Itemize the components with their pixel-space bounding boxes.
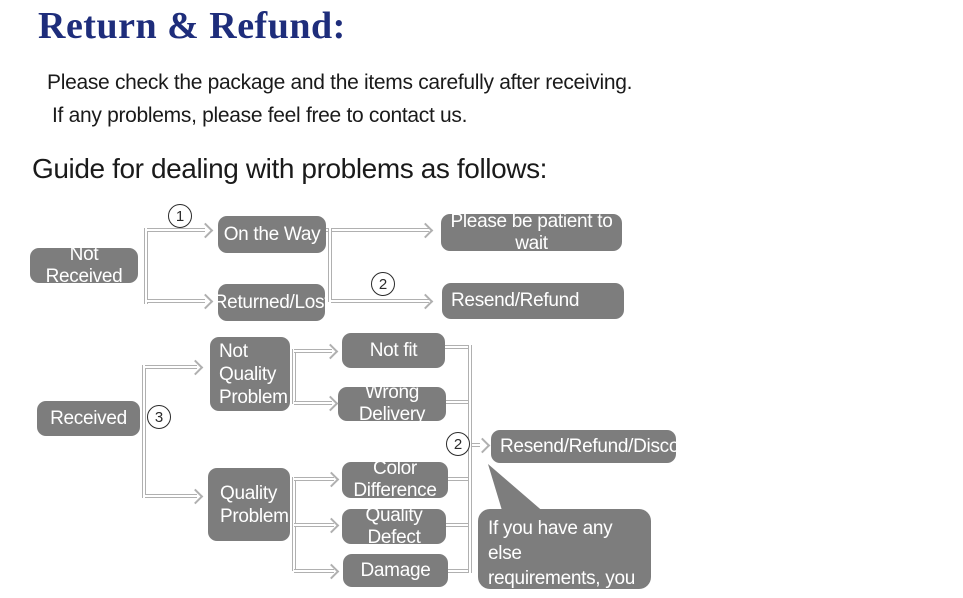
flow-arrowhead-icon	[323, 517, 340, 534]
box-color-difference: Color Difference	[342, 458, 448, 501]
step-badge-2: 2	[371, 272, 395, 296]
flow-line	[328, 228, 332, 302]
flow-arrowhead-icon	[187, 488, 204, 505]
box-damage: Damage	[343, 554, 448, 587]
intro-line-1: Please check the package and the items c…	[47, 71, 633, 94]
box-resend-refund: Resend/Refund	[442, 283, 624, 319]
box-quality-problem: Quality Problem	[208, 468, 290, 541]
flow-line	[292, 349, 296, 404]
flow-arrowhead-icon	[187, 359, 204, 376]
flow-line	[147, 228, 205, 232]
flow-line	[331, 299, 429, 303]
flow-arrowhead-icon	[197, 222, 214, 239]
box-not-quality-problem: Not Quality Problem	[210, 337, 290, 411]
box-not-received: Not Received	[30, 244, 138, 287]
flow-line	[294, 523, 334, 527]
flow-line	[446, 523, 470, 527]
flow-line	[294, 401, 332, 405]
flow-line	[446, 400, 470, 404]
flow-line	[144, 228, 148, 304]
intro-line-2: If any problems, please feel free to con…	[52, 104, 468, 127]
box-on-the-way: On the Way	[218, 216, 326, 253]
flow-line	[147, 299, 205, 303]
box-received: Received	[37, 401, 140, 436]
flow-arrowhead-icon	[417, 222, 434, 239]
flow-arrowhead-icon	[323, 563, 340, 580]
box-returned-lost: Returned/Lost	[214, 284, 330, 321]
flow-line	[326, 228, 429, 232]
speech-bubble-note: If you have any else requirements, you c…	[478, 509, 651, 598]
flow-line	[294, 569, 334, 573]
guide-heading: Guide for dealing with problems as follo…	[32, 153, 548, 184]
box-wrong-delivery: Wrong Delivery	[338, 382, 446, 425]
flow-line	[145, 365, 197, 369]
flow-arrowhead-icon	[197, 293, 214, 310]
flow-line	[448, 477, 470, 481]
flow-arrowhead-icon	[417, 293, 434, 310]
flow-arrowhead-icon	[322, 343, 339, 360]
step-badge-1: 1	[168, 204, 192, 228]
box-quality-defect: Quality Defect	[342, 505, 446, 548]
flow-line	[472, 443, 480, 447]
box-please-wait: Please be patient to wait	[441, 211, 622, 254]
page-title: Return & Refund:	[38, 5, 346, 47]
step-badge-2: 2	[446, 432, 470, 456]
flow-arrowhead-icon	[322, 395, 339, 412]
flow-line	[142, 365, 146, 498]
box-not-fit: Not fit	[342, 333, 445, 368]
step-badge-3: 3	[147, 405, 171, 429]
flow-line	[294, 349, 332, 353]
flow-line	[448, 569, 470, 573]
flow-line	[294, 477, 334, 481]
flow-line	[445, 345, 470, 349]
flow-arrowhead-icon	[323, 471, 340, 488]
flow-arrowhead-icon	[474, 437, 491, 454]
box-resend-refund-discount: Resend/Refund/Discount	[491, 430, 705, 463]
flow-line	[468, 345, 472, 573]
speech-bubble-tail	[488, 464, 546, 514]
flow-line	[145, 494, 197, 498]
